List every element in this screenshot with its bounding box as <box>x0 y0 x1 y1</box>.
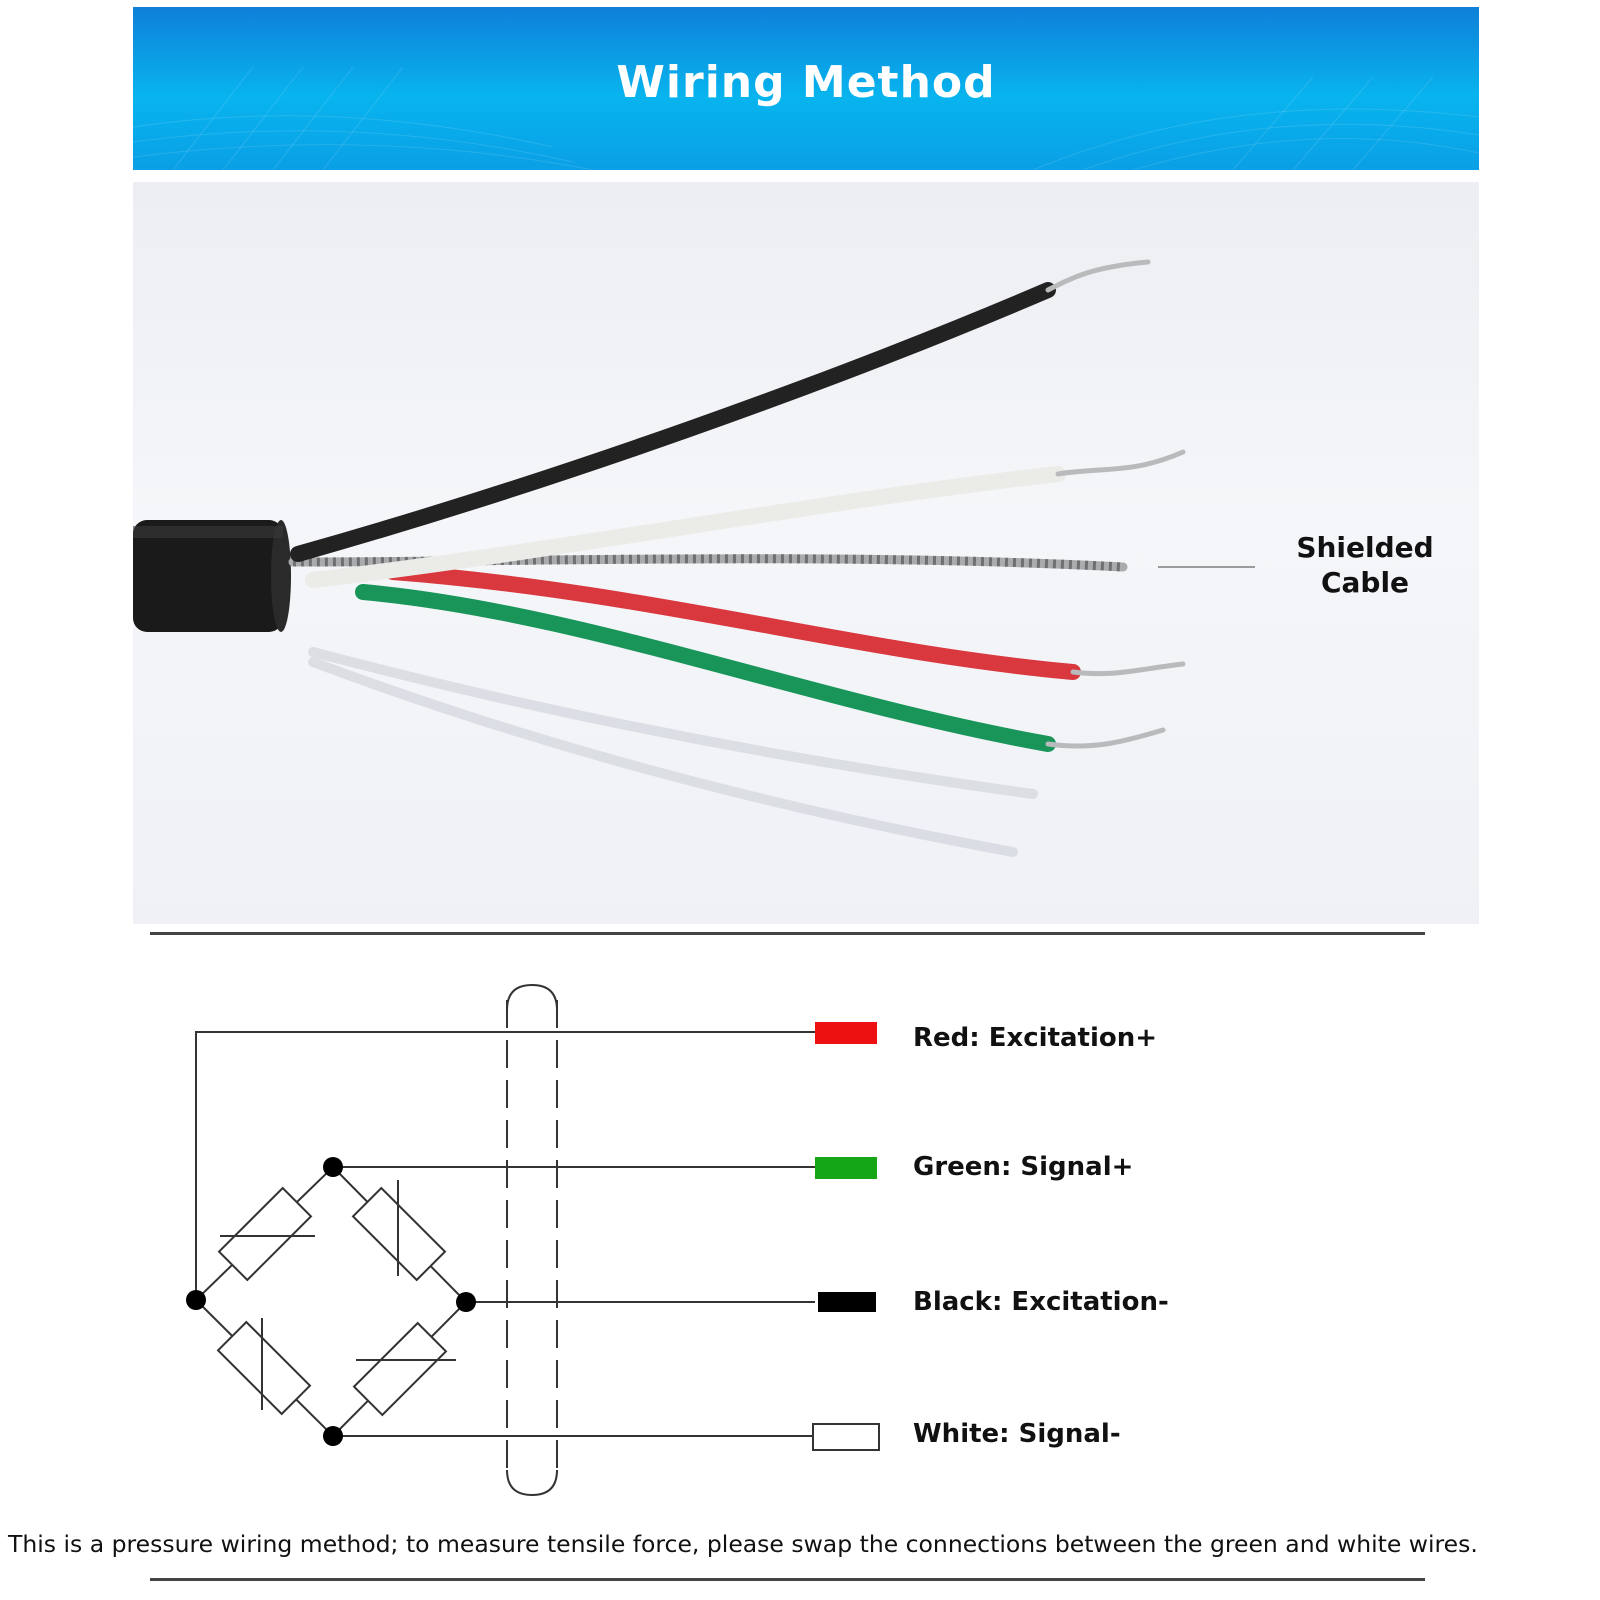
bridge-diamond <box>194 1165 468 1438</box>
shield-label-line1: Shielded <box>1296 531 1434 564</box>
black-wire <box>290 259 1151 562</box>
white-wire <box>305 449 1186 588</box>
shield-label-line2: Cable <box>1320 566 1410 599</box>
swatch-green <box>815 1157 877 1179</box>
swatch-black <box>818 1292 876 1312</box>
legend-label-white: White: Signal- <box>913 1419 1121 1449</box>
node-bottom <box>323 1426 343 1446</box>
header-banner: Wiring Method <box>133 7 1479 170</box>
node-left <box>186 1290 206 1310</box>
bottom-divider <box>150 1578 1425 1581</box>
green-wire <box>355 584 1166 752</box>
legend-label-black: Black: Excitation- <box>913 1287 1169 1317</box>
legend-label-green: Green: Signal+ <box>913 1152 1134 1182</box>
swatch-white <box>812 1423 880 1451</box>
red-wire <box>385 564 1186 680</box>
resistor-4 <box>352 1321 448 1417</box>
cable-jacket <box>133 520 291 632</box>
resistor-3 <box>216 1320 312 1416</box>
wiring-note: This is a pressure wiring method; to mea… <box>8 1530 1478 1558</box>
node-top <box>323 1157 343 1177</box>
banner-grid-pattern <box>133 66 1479 170</box>
cable-photo <box>133 182 1479 924</box>
swatch-red <box>815 1022 877 1044</box>
node-right <box>456 1292 476 1312</box>
top-divider <box>150 932 1425 935</box>
shield-label: Shielded Cable <box>1290 530 1440 600</box>
cable-illustration <box>133 259 1255 857</box>
wire-excitation-plus <box>195 1031 815 1300</box>
legend-label-red: Red: Excitation+ <box>913 1023 1158 1053</box>
page-title: Wiring Method <box>616 57 996 108</box>
shield-tube <box>506 983 558 1497</box>
resistor-1 <box>217 1186 313 1282</box>
